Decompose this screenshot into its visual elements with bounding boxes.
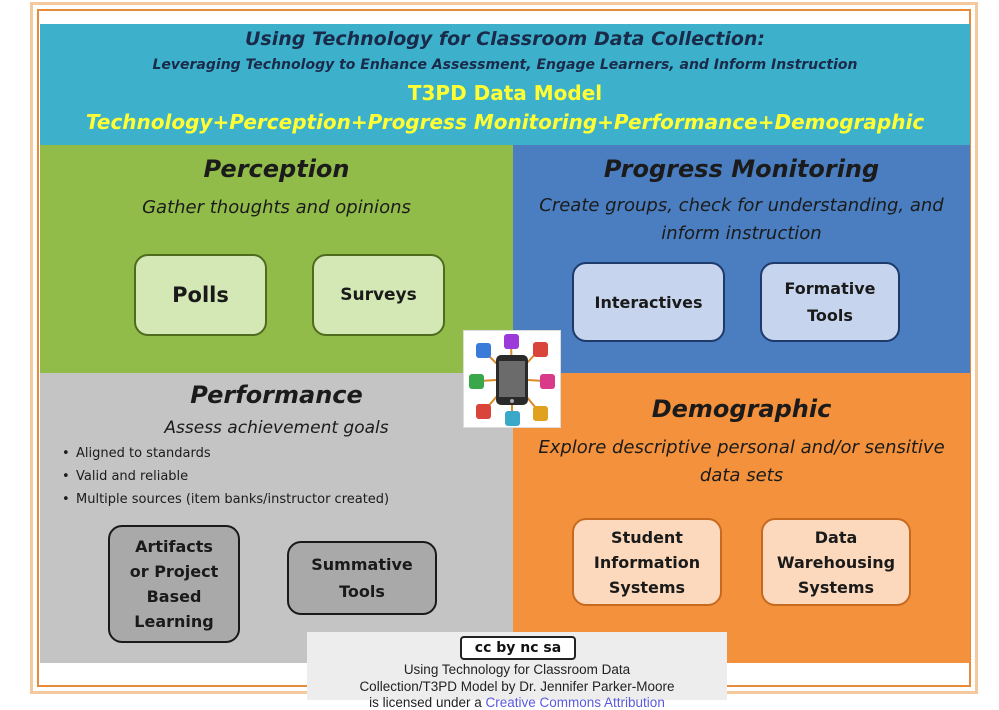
model-formula: Technology+Perception+Progress Monitorin… [85,110,925,134]
smartphone-apps-graphic [469,334,555,426]
artifacts-line4: Learning [134,612,214,631]
license-notice: cc by nc sa Using Technology for Classro… [307,632,727,710]
progress-monitoring-quadrant: Progress Monitoring Create groups, check… [513,145,970,373]
smartphone-apps-icon [463,330,561,428]
interactives-label: Interactives [594,292,703,312]
student-info-line1: Student [611,527,683,547]
bullet-item: Multiple sources (item banks/instructor … [62,488,389,511]
license-link[interactable]: Creative Commons Attribution [485,695,665,710]
summative-line2: Tools [339,582,385,601]
header-subtitle: Leveraging Technology to Enhance Assessm… [152,57,858,73]
warehousing-line1: Data [814,527,858,547]
polls-box: Polls [134,254,267,336]
license-line1: Using Technology for Classroom Data [403,662,631,677]
warehousing-line2: Warehousing [776,552,896,572]
performance-bullet-list: Aligned to standards Valid and reliable … [62,442,389,511]
artifacts-line3: Based [146,587,202,606]
creative-commons-badge-icon[interactable]: cc by nc sa [460,636,576,660]
surveys-label: Surveys [340,284,417,305]
demographic-subtitle-line2: data sets [699,465,784,486]
student-info-line3: Systems [608,577,686,597]
perception-title: Perception [203,155,350,183]
perception-subtitle: Gather thoughts and opinions [142,197,411,218]
student-info-box: Student Information Systems [572,518,722,606]
header-banner: Using Technology for Classroom Data Coll… [40,24,970,145]
header-title: Using Technology for Classroom Data Coll… [244,28,766,50]
bullet-item: Valid and reliable [62,465,389,488]
demographic-subtitle-line1: Explore descriptive personal and/or sens… [538,437,945,458]
bullet-item: Aligned to standards [62,442,389,465]
performance-quadrant: Performance Assess achievement goals Art… [40,373,513,663]
interactives-box: Interactives [572,262,725,342]
performance-title: Performance [190,381,363,409]
license-line3: is licensed under a Creative Commons Att… [307,695,727,710]
perception-quadrant: Perception Gather thoughts and opinions … [40,145,513,373]
polls-label: Polls [172,282,229,307]
demographic-title: Demographic [651,395,832,423]
artifacts-line1: Artifacts [135,537,213,556]
formative-tools-line2: Tools [807,306,853,325]
warehousing-line3: Systems [797,577,875,597]
surveys-box: Surveys [312,254,445,336]
summative-tools-box: Summative Tools [287,541,437,615]
license-line2: Collection/T3PD Model by Dr. Jennifer Pa… [359,679,675,694]
demographic-quadrant: Demographic Explore descriptive personal… [513,373,970,663]
performance-subtitle: Assess achievement goals [164,418,389,438]
artifacts-line2: or Project [129,562,219,581]
student-info-line2: Information [593,552,701,572]
model-name: T3PD Data Model [407,81,603,105]
progress-subtitle-line1: Create groups, check for understanding, … [539,195,944,216]
progress-subtitle-line2: inform instruction [661,223,822,244]
formative-tools-box: Formative Tools [760,262,900,342]
progress-title: Progress Monitoring [603,155,880,183]
license-line3-text: is licensed under a [369,695,482,710]
formative-tools-line1: Formative [784,279,876,298]
data-warehousing-box: Data Warehousing Systems [761,518,911,606]
summative-line1: Summative [311,555,413,574]
artifacts-box: Artifacts or Project Based Learning [108,525,240,643]
